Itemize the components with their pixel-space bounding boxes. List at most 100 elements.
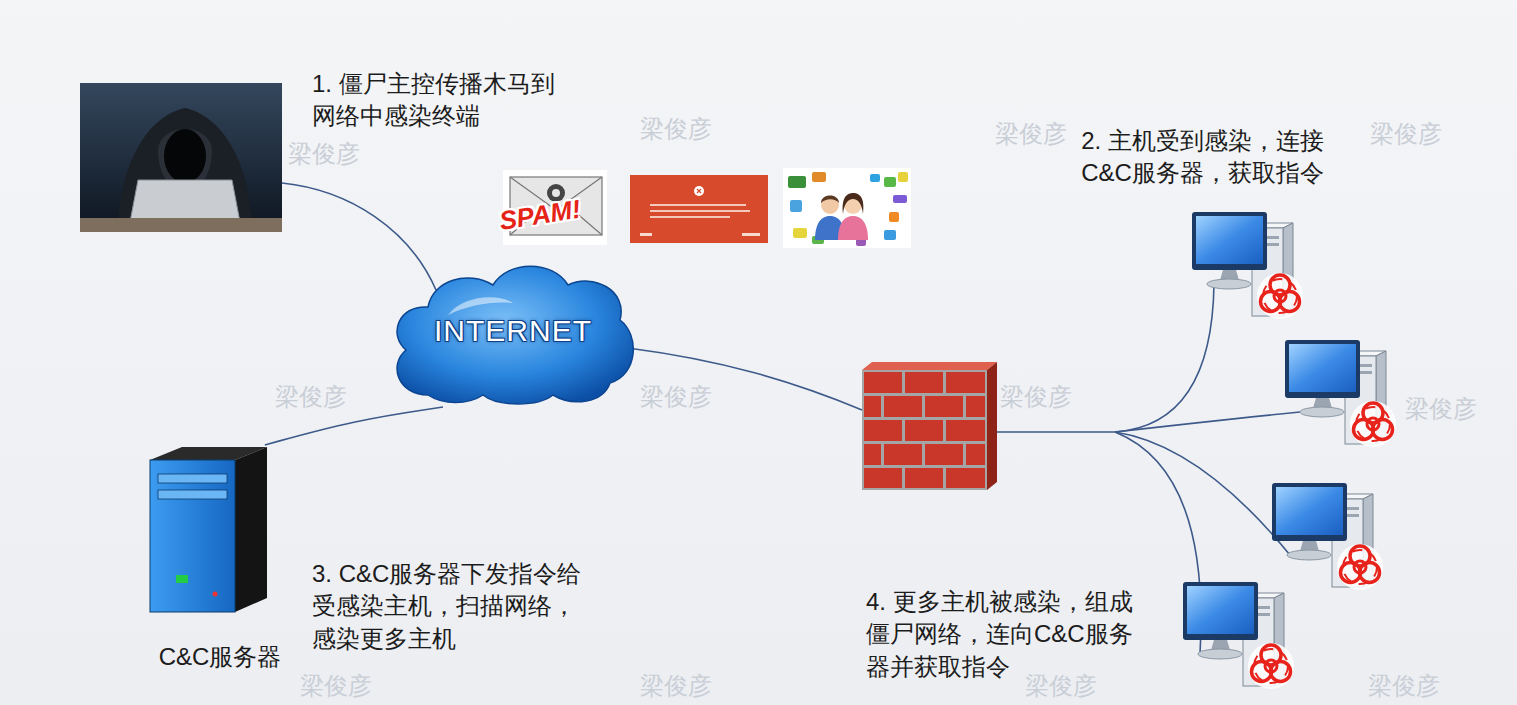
app-icon: [893, 195, 907, 203]
network-link: [265, 407, 443, 445]
label-holder: 梁俊彦: [640, 672, 712, 700]
warning-icon: [630, 175, 768, 243]
warning-mark: [694, 186, 704, 196]
watermark: 梁俊彦: [300, 672, 372, 700]
internet-cloud: INTERNET: [388, 255, 638, 407]
app-icon: [889, 212, 899, 222]
cloud-highlight: [448, 297, 513, 315]
wall-top: [862, 362, 997, 370]
network-wire: [997, 431, 1115, 433]
infected-host: [1272, 483, 1383, 590]
status-light: [213, 592, 218, 597]
label-holder: 梁俊彦: [1368, 672, 1440, 700]
infected-host: [1183, 582, 1294, 689]
icon-ground: [783, 168, 911, 248]
label-holder: 梁俊彦: [640, 383, 712, 411]
brick: [864, 444, 881, 465]
app-icon: [884, 177, 896, 187]
label-holder: 3. C&C服务器下发指令给受感染主机，扫描网络，感染更多主机: [312, 558, 592, 655]
brick: [925, 444, 963, 465]
brick: [864, 372, 902, 393]
brick: [946, 372, 985, 393]
server-front: [150, 460, 235, 612]
watermark: 梁俊彦: [1370, 120, 1442, 148]
label-holder: 1. 僵尸主控传播木马到网络中感染终端: [312, 68, 574, 133]
label-holder: 4. 更多主机被感染，组成僵尸网络，连向C&C服务器并获取指令: [866, 586, 1141, 683]
watermark: 梁俊彦: [640, 672, 712, 700]
brick: [905, 468, 943, 488]
text-line: [650, 210, 750, 212]
text-line: [650, 216, 730, 218]
label-holder: 梁俊彦: [1025, 672, 1097, 700]
label-holder: 梁俊彦: [1000, 383, 1072, 411]
hacker-ground: [80, 83, 282, 232]
watermark: 梁俊彦: [1000, 383, 1072, 411]
watermark: 梁俊彦: [640, 115, 712, 143]
hacker-hood: [118, 108, 252, 232]
app-icon: [870, 174, 880, 182]
step-note: 2. 主机受到感染，连接C&C服务器，获取指令: [1065, 125, 1340, 190]
watermark: 梁俊彦: [1368, 672, 1440, 700]
server-side: [235, 447, 267, 612]
button-mark: [640, 233, 652, 236]
network-wire: [1115, 412, 1300, 432]
step-note: 1. 僵尸主控传播木马到网络中感染终端: [312, 68, 574, 133]
hacker-picture: [80, 83, 282, 232]
server-label: C&C服务器: [159, 641, 282, 673]
wall-side: [987, 362, 997, 490]
brick: [864, 420, 902, 441]
network-wire: [282, 183, 436, 290]
app-icon: [898, 172, 908, 182]
watermark: 梁俊彦: [1025, 672, 1097, 700]
brick: [946, 468, 985, 488]
server-node: C&C服务器: [140, 445, 300, 677]
text-line: [650, 204, 746, 206]
server-picture: [150, 447, 267, 612]
label-holder: 2. 主机受到感染，连接C&C服务器，获取指令: [1065, 125, 1340, 190]
connector-group: [265, 407, 443, 445]
status-light: [176, 575, 188, 583]
app-icon: [790, 200, 802, 212]
watermark: 梁俊彦: [640, 383, 712, 411]
label-holder: SPAM!: [502, 206, 584, 237]
network-wire: [628, 348, 862, 410]
label-holder: 梁俊彦: [1370, 120, 1442, 148]
step-note: 3. C&C服务器下发指令给受感染主机，扫描网络，感染更多主机: [312, 558, 592, 655]
brick: [864, 396, 881, 417]
brick: [946, 420, 985, 441]
watermark: 梁俊彦: [275, 383, 347, 411]
person-hair: [821, 196, 839, 204]
button-mark: [742, 233, 760, 236]
messenger-icons: [783, 168, 911, 248]
cloud-label: INTERNET: [434, 314, 592, 348]
brick: [905, 372, 943, 393]
brick: [925, 396, 963, 417]
label-holder: 梁俊彦: [995, 120, 1067, 148]
drive-bay: [158, 490, 227, 499]
spam-stamp: SPAM!: [497, 194, 583, 237]
label-holder: 梁俊彦: [288, 140, 360, 168]
brick: [864, 468, 902, 488]
warning-page: [630, 175, 768, 243]
laptop-lid: [130, 180, 240, 222]
label-holder: 梁俊彦: [1405, 395, 1477, 423]
app-icon: [884, 230, 896, 240]
app-icon: [812, 172, 826, 182]
app-icon: [793, 228, 807, 238]
watermark: 梁俊彦: [288, 140, 360, 168]
brick: [905, 420, 943, 441]
network-wire: [1115, 432, 1290, 555]
warning-mark: [697, 189, 701, 193]
person-head: [821, 196, 839, 214]
wall-mortar: [862, 370, 987, 490]
app-icon: [788, 176, 806, 188]
brick: [966, 396, 985, 417]
brick: [966, 444, 985, 465]
person-body: [838, 216, 868, 240]
label-holder: 梁俊彦: [640, 115, 712, 143]
step-note: 4. 更多主机被感染，组成僵尸网络，连向C&C服务器并获取指令: [866, 586, 1141, 683]
drive-bay: [158, 474, 227, 483]
